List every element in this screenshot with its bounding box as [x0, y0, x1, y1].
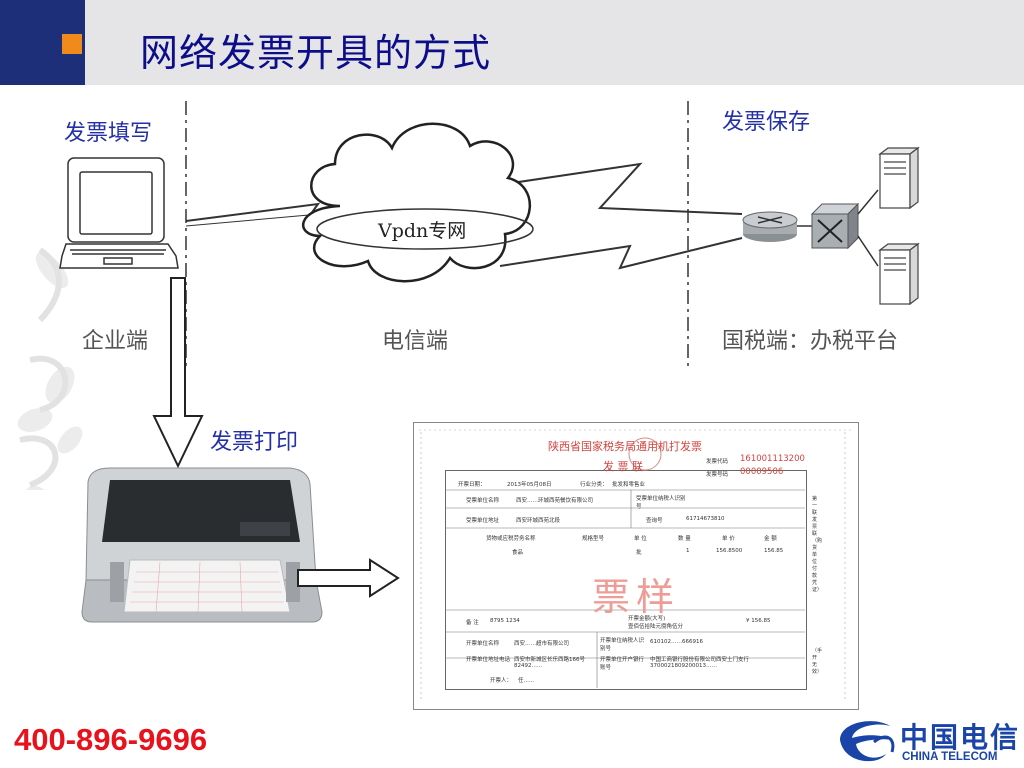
invoice-industry-label: 行业分类： [580, 482, 608, 488]
note-value: 8795 1234 [490, 618, 520, 624]
brand-name-en: CHINA TELECOM [902, 751, 998, 763]
invoice-table-frame [445, 470, 807, 690]
brand-name-cn: 中国电信 [900, 721, 1021, 754]
drawer-name: 任…… [518, 678, 535, 684]
label-enterprise: 企业端 [82, 329, 149, 354]
link-enterprise-to-telecom-2 [185, 213, 321, 227]
bank-label: 开票单位开户银行账号 [600, 657, 645, 671]
swirl-shape [17, 407, 53, 433]
bank-account: 中国工商银行股份有限公司西安土门支行 3700021809200013…… [650, 657, 750, 669]
swirl-stroke [29, 355, 69, 413]
switch-icon [810, 202, 860, 250]
row-amount: 156.85 [764, 548, 784, 554]
query-number-label: 查询号 [646, 518, 663, 524]
col-goods: 货物或应税劳务名称 [486, 536, 536, 542]
row-unit: 批 [636, 550, 642, 556]
invoice-number-label: 发票号码 [706, 472, 729, 478]
label-save-invoice: 发票保存 [722, 110, 811, 135]
decorative-swirls [17, 247, 83, 490]
total-number: ¥ 156.85 [746, 618, 771, 624]
issuer-id-label: 开票单位纳税人识别号 [600, 638, 645, 652]
drawer-label: 开票人： [490, 678, 513, 684]
row-qty: 1 [686, 548, 690, 554]
col-spec: 规格型号 [582, 536, 605, 542]
header-bar [0, 0, 1024, 85]
invoice-title: 陕西省国家税务局通用机打发票 [548, 440, 702, 453]
cloud-icon [302, 122, 534, 283]
col-qty: 数 量 [678, 536, 691, 542]
issuer-address: 西安市新城区长乐西路166号82492…… [514, 657, 585, 669]
label-print-invoice: 发票打印 [210, 430, 299, 455]
invoice-date: 2013年05月08日 [507, 482, 552, 488]
label-telecom: 电信端 [382, 329, 449, 354]
link-telecom-to-tax-lower [499, 237, 743, 270]
note-label: 备 注 [466, 620, 479, 626]
invoice-code: 161001113200 [740, 454, 805, 464]
down-arrow-icon [152, 277, 204, 469]
swirl-shape [25, 485, 65, 490]
swirl-stroke [19, 435, 59, 488]
hotline-phone: 400-896-9696 [14, 722, 208, 757]
server-icon-1 [878, 146, 920, 210]
orange-square-bullet [62, 34, 82, 54]
link-to-server-1 [857, 189, 879, 215]
row-price: 156.8500 [716, 548, 743, 554]
invoice-watermark: 票样 [592, 575, 681, 619]
payer-id-label: 受票单位纳税人识别号 [636, 496, 686, 510]
server-icon-2 [878, 242, 920, 306]
issuer-name-label: 开票单位名称 [466, 641, 500, 647]
invoice-date-label: 开票日期： [458, 482, 486, 488]
col-unit: 单 位 [634, 536, 647, 542]
payer-address: 西安环城西苑北段 [516, 518, 561, 524]
vpdn-ellipse [316, 208, 534, 250]
row-goods: 食品 [512, 550, 524, 556]
payer-address-label: 受票单位地址 [466, 518, 500, 524]
query-number: 61714673810 [686, 516, 725, 522]
router-icon [742, 211, 798, 242]
china-telecom-logo-icon [840, 721, 895, 762]
col-price: 单 价 [722, 536, 735, 542]
printer-icon [81, 467, 323, 623]
col-amount: 金 额 [764, 536, 777, 542]
label-tax-platform: 国税端：办税平台 [722, 329, 899, 354]
invoice-side-note-2: （手开无效） [812, 648, 823, 675]
payer-name: 西安……环城西苑餐饮有限公司 [516, 498, 594, 504]
issuer-address-label: 开票单位地址电话 [466, 657, 511, 663]
right-arrow-icon [297, 558, 400, 598]
payer-name-label: 受票单位名称 [466, 498, 500, 504]
invoice-side-note: 第一联 发票联（购货单位付款凭证） [812, 496, 823, 593]
invoice-copy-label: 发 票 联 [603, 460, 643, 473]
swirl-shape [57, 426, 83, 454]
network-diagram [59, 101, 920, 366]
invoice-seal [628, 437, 662, 471]
issuer-name: 西安……超市有限公司 [514, 641, 570, 647]
total-words: 壹佰伍拾陆元捌角伍分 [628, 624, 684, 630]
invoice-industry: 批发和零售业 [612, 482, 646, 488]
laptop-icon [59, 157, 179, 269]
swirl-stroke [37, 247, 62, 323]
slide-title: 网络发票开具的方式 [140, 31, 492, 75]
issuer-id: 610102……666916 [650, 639, 703, 645]
invoice-number: 00009506 [740, 467, 784, 477]
invoice-code-label: 发票代码 [706, 459, 729, 465]
link-telecom-to-tax-upper [504, 162, 743, 215]
total-label: 开票金额(大写) [628, 616, 666, 622]
link-to-server-2 [857, 235, 879, 267]
invoice-lines [419, 429, 851, 702]
label-vpdn: Vpdn专网 [378, 220, 467, 242]
label-fill-invoice: 发票填写 [64, 121, 153, 146]
